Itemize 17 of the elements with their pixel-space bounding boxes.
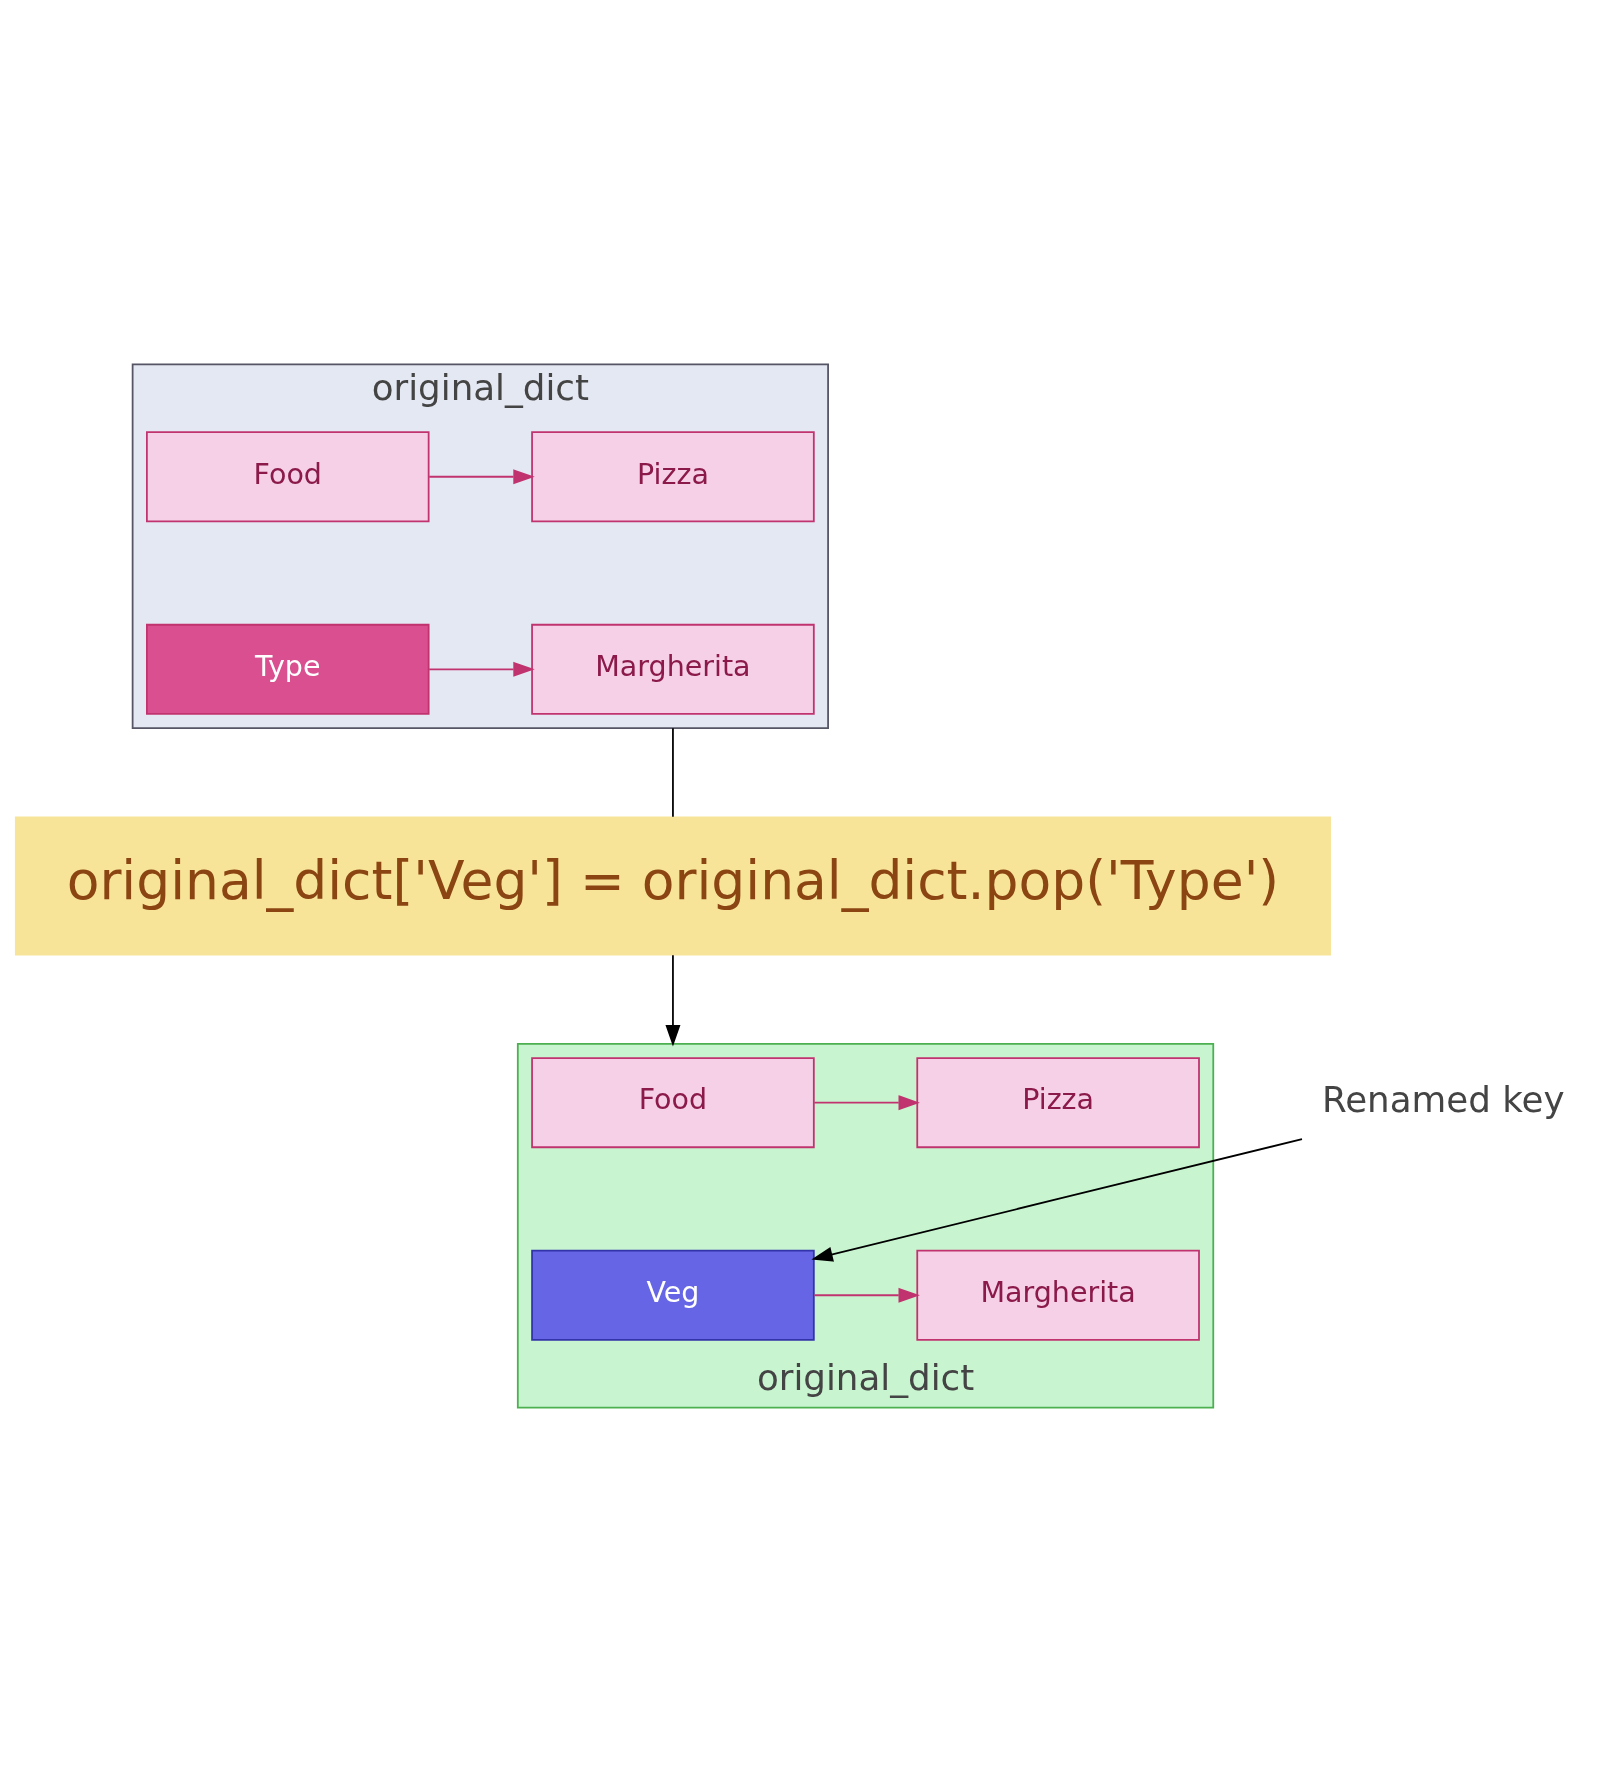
node-box: Pizza: [531, 431, 815, 523]
node-box: Margherita: [531, 623, 815, 715]
arrow: [811, 1138, 1303, 1262]
arrow: [665, 954, 681, 1047]
node-box: original_dict['Veg'] = original_dict.pop('Type'): [14, 816, 1331, 956]
node-box: Type: [146, 623, 430, 715]
arrow: [428, 661, 535, 677]
connector: [672, 727, 674, 818]
node-text: Renamed key: [1322, 1078, 1565, 1120]
arrow: [813, 1287, 920, 1303]
node-box: Food: [146, 431, 430, 523]
arrow: [428, 469, 535, 485]
arrow: [813, 1095, 920, 1111]
node-box: Veg: [531, 1249, 815, 1341]
node-box: Pizza: [916, 1057, 1200, 1149]
node-box: Food: [531, 1057, 815, 1149]
node-box: Margherita: [916, 1249, 1200, 1341]
